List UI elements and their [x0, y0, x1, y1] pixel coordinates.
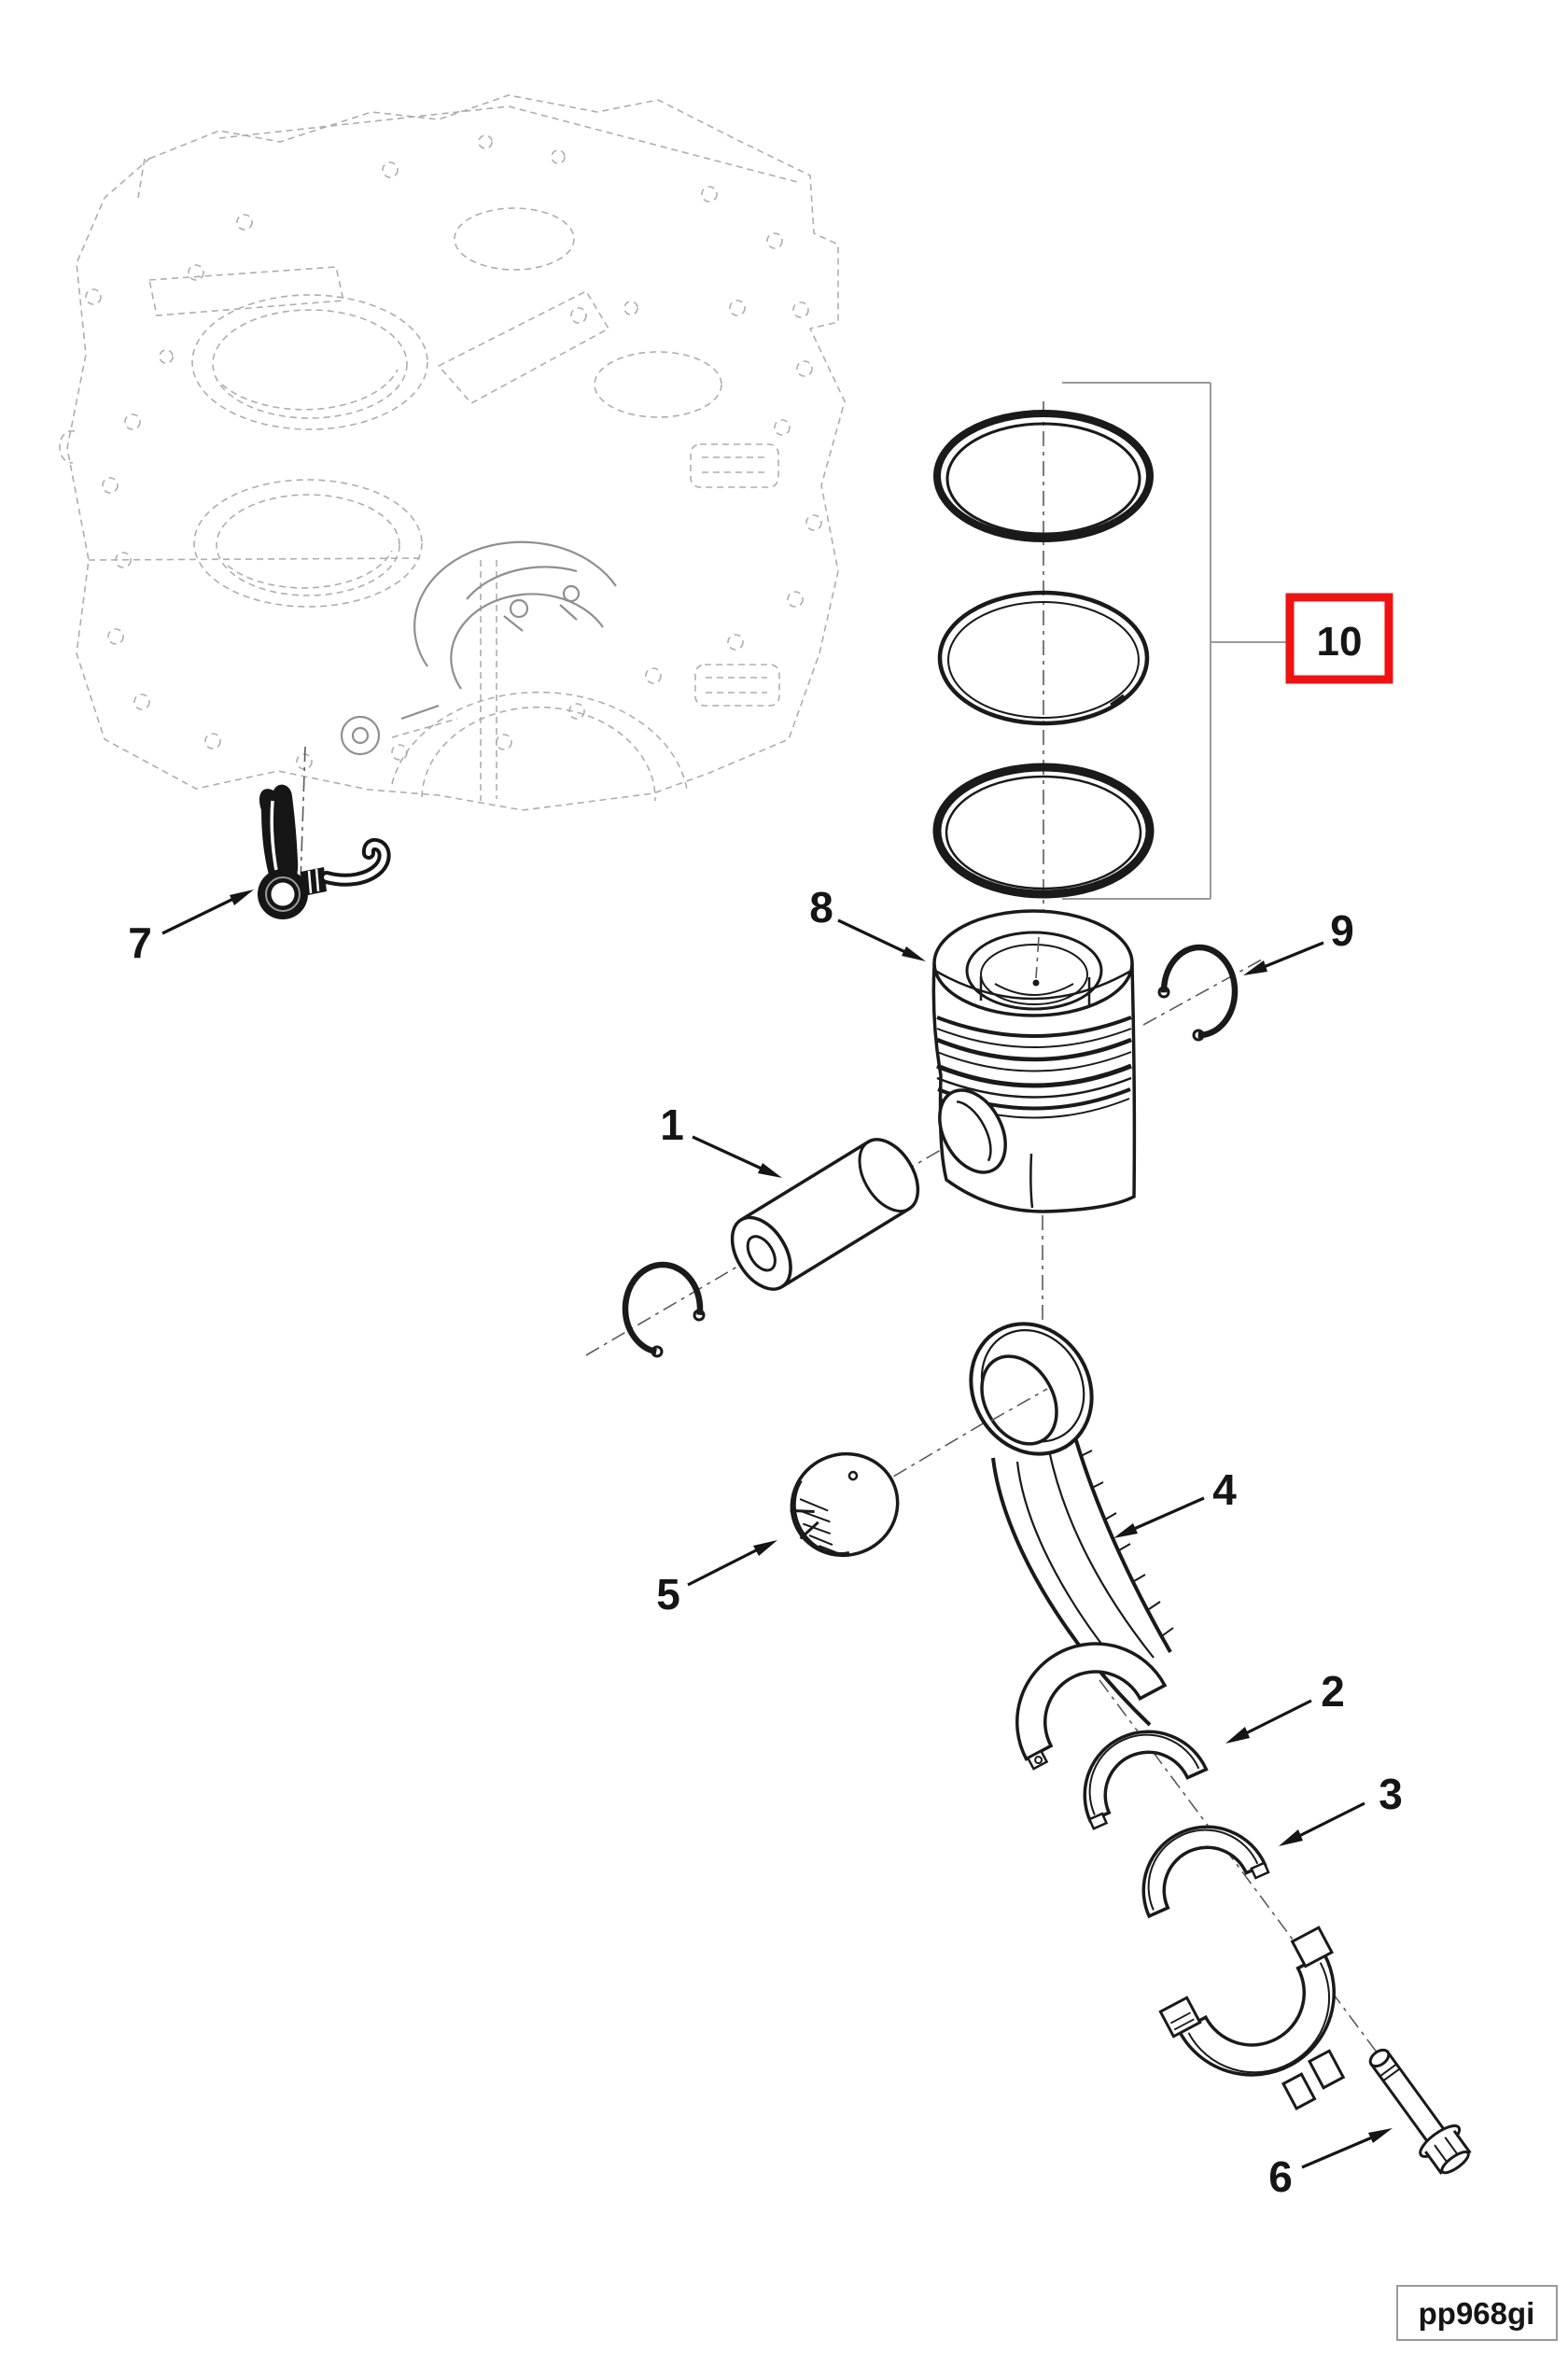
callout-7-label: 7 — [128, 918, 152, 967]
callout-1-arrow — [692, 1135, 763, 1170]
callout-7-arrow — [161, 897, 234, 935]
shank-hatching — [1080, 1450, 1174, 1636]
callout-8-label: 8 — [809, 883, 833, 932]
part-code-box: pp968gi — [1396, 2285, 1558, 2341]
callout-5-label: 5 — [656, 1570, 680, 1618]
engine-block-sketch — [59, 94, 846, 811]
callout-5-arrow — [687, 1548, 759, 1587]
bowl-centerline — [1035, 936, 1040, 979]
callout-4-arrow — [1133, 1496, 1205, 1531]
bushing-hatching — [799, 1498, 838, 1554]
callout-9-label: 9 — [1330, 906, 1354, 955]
nozzle-tube — [320, 837, 391, 887]
piston-ring-middle — [937, 590, 1150, 726]
callouts: 1 2 3 4 5 6 7 8 9 — [128, 883, 1403, 2201]
crown-center-dot — [1032, 979, 1040, 987]
callout-2-label: 2 — [1321, 1667, 1345, 1716]
bearing-shell-lower — [1141, 1825, 1270, 1919]
piston-ring-oil — [932, 763, 1155, 899]
bore-centerline — [990, 1388, 1048, 1422]
piston-pin-bushing — [790, 1451, 900, 1558]
part-code-text: pp968gi — [1419, 2296, 1535, 2331]
nozzle-centerline — [300, 746, 306, 883]
piston-cooling-nozzle — [258, 784, 391, 919]
callout-3-label: 3 — [1379, 1770, 1403, 1818]
callout-6-arrow — [1301, 2136, 1373, 2169]
bushing-axis-centerline — [867, 1407, 1011, 1492]
callout-10-hotspot[interactable]: 10 — [1285, 593, 1393, 684]
callout-10-red-box — [1285, 593, 1393, 684]
piston-bowl — [965, 931, 1103, 1011]
piston-pin — [730, 1138, 920, 1291]
pin-axis-centerline-a — [585, 1266, 738, 1356]
big-end-axis-centerline — [1099, 1679, 1379, 2054]
callout-1-label: 1 — [660, 1100, 684, 1149]
engine-block-bearing-saddle — [340, 540, 617, 756]
rod-small-end-bore — [980, 1354, 1058, 1446]
callout-9-arrow — [1263, 941, 1324, 969]
rod-bearing-cap — [1158, 1926, 1346, 2111]
pin-axis-centerline-c — [1142, 959, 1263, 1026]
retaining-ring-left — [622, 1261, 706, 1358]
ring-set-bracket — [1062, 382, 1290, 900]
callout-6-label: 6 — [1268, 2152, 1293, 2201]
callout-4-label: 4 — [1212, 1465, 1237, 1514]
piston — [931, 909, 1137, 1213]
piston-crown — [932, 909, 1134, 1017]
piston-pin-bore — [938, 1088, 1007, 1174]
bearing-shell-upper — [1083, 1730, 1209, 1830]
retaining-ring-right — [1157, 944, 1239, 1042]
callout-2-arrow — [1245, 1699, 1312, 1735]
piston-skirt-seam — [1029, 1153, 1034, 1209]
rod-big-end-fork — [1015, 1642, 1168, 1771]
callout-10-label: 10 — [1317, 619, 1363, 665]
connecting-rod — [969, 1322, 1174, 1771]
callout-8-arrow — [837, 918, 906, 954]
piston-ring-top — [933, 410, 1154, 542]
callout-3-arrow — [1298, 1801, 1365, 1838]
rod-bolt — [1368, 2048, 1472, 2175]
